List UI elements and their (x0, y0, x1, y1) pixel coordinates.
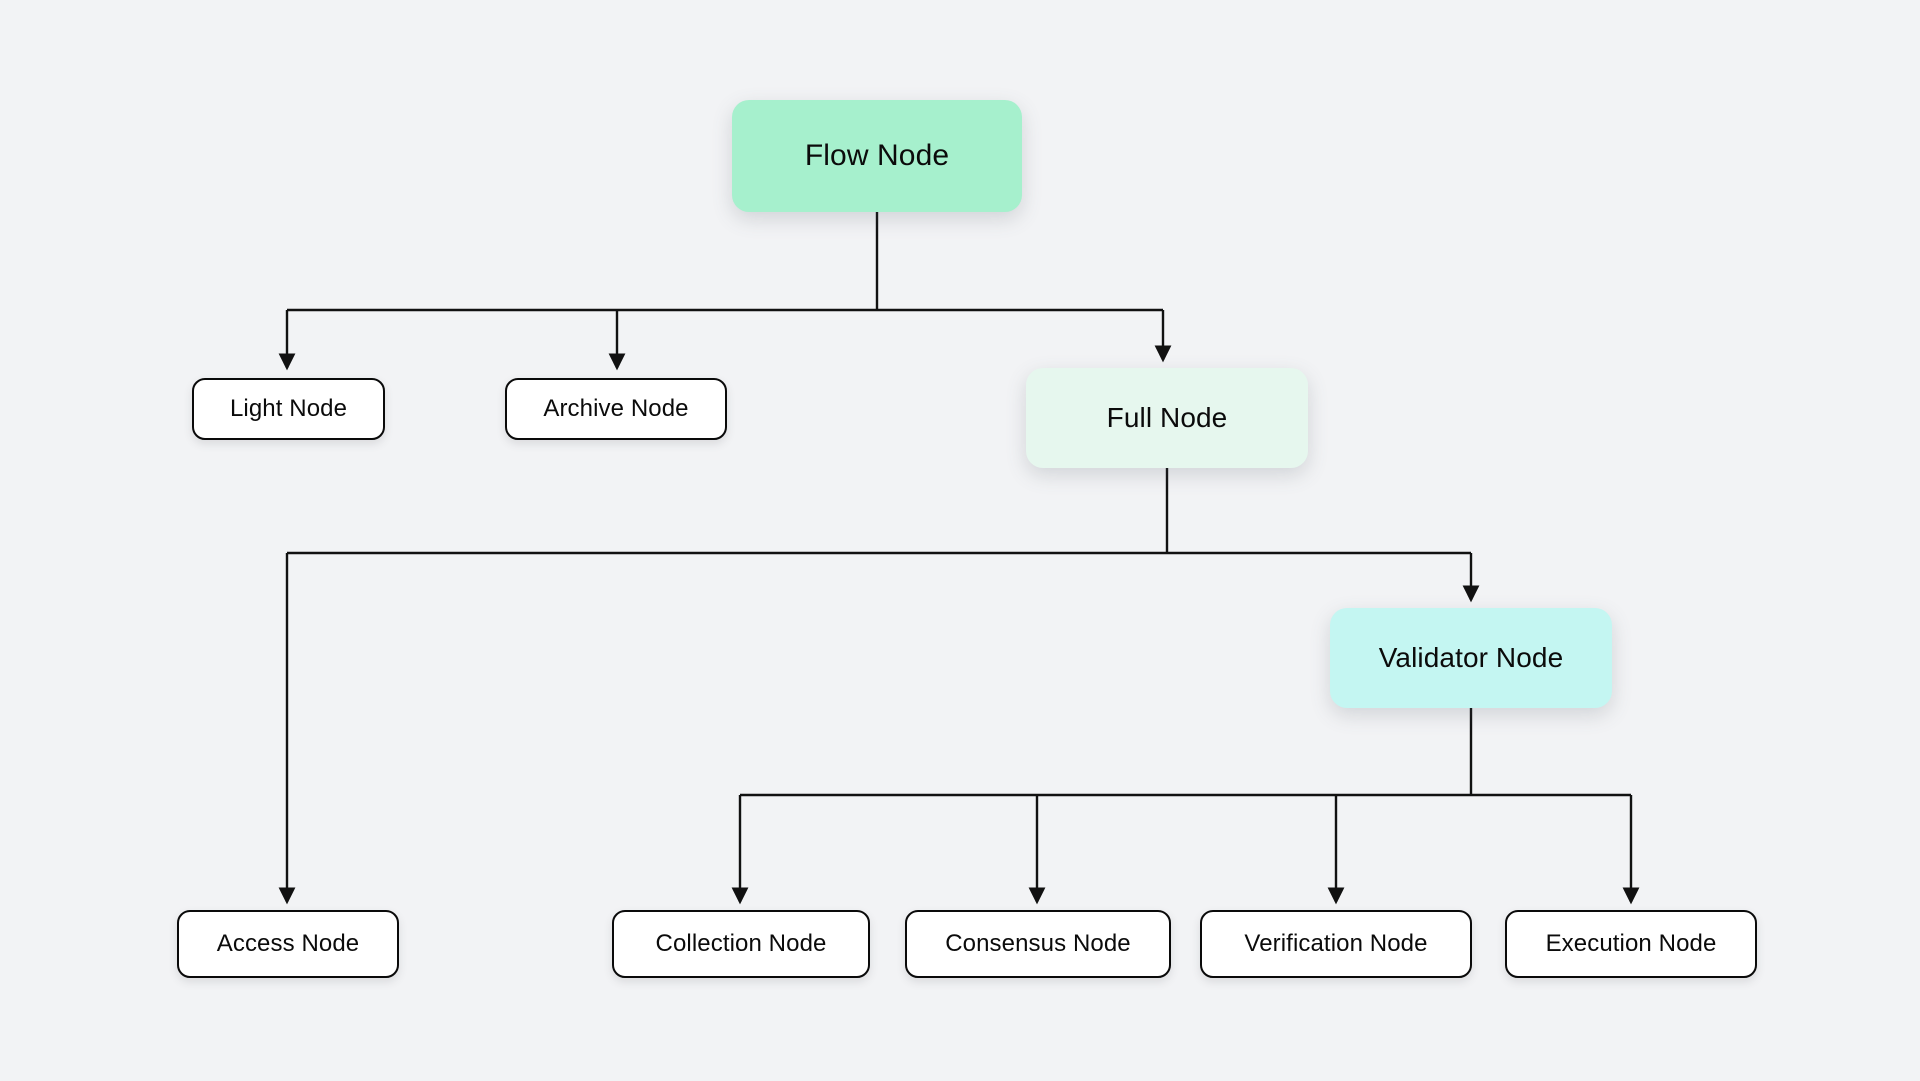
node-consensus-node[interactable]: Consensus Node (905, 910, 1171, 978)
node-full-node[interactable]: Full Node (1026, 368, 1308, 468)
node-execution-node[interactable]: Execution Node (1505, 910, 1757, 978)
node-flow-node[interactable]: Flow Node (732, 100, 1022, 212)
node-archive-node[interactable]: Archive Node (505, 378, 727, 440)
node-collection-node[interactable]: Collection Node (612, 910, 870, 978)
node-verification-node[interactable]: Verification Node (1200, 910, 1472, 978)
node-access-node[interactable]: Access Node (177, 910, 399, 978)
node-light-node[interactable]: Light Node (192, 378, 385, 440)
node-validator-node[interactable]: Validator Node (1330, 608, 1612, 708)
